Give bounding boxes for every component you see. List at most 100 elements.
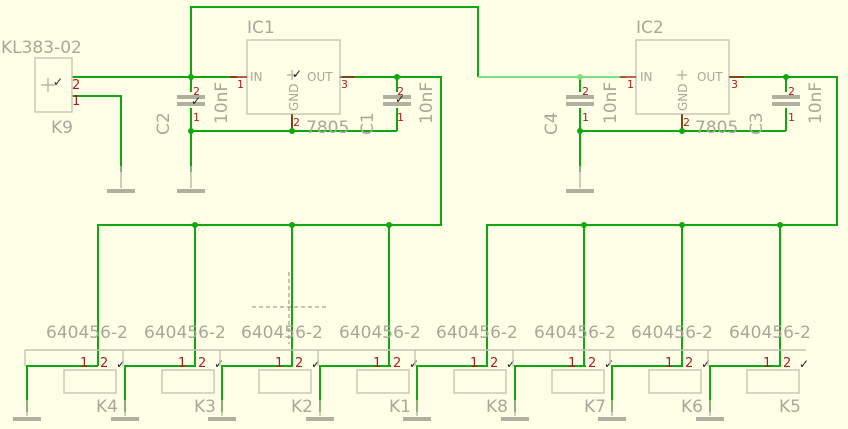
regulator-ic2-pin-gnd-num: 2 <box>683 116 690 129</box>
connector-k8-pin1: 1 <box>470 356 478 371</box>
regulator-ic1-pin-out-label: OUT <box>307 70 333 84</box>
connector-k9-pin-bottom: 1 <box>72 94 80 109</box>
connector-k7-name: K7 <box>584 397 606 417</box>
wire-supply-loop[interactable] <box>190 6 479 77</box>
junction-dot <box>386 222 392 228</box>
connector-k3-pin1: 1 <box>178 356 186 371</box>
connector-k4-body <box>63 369 117 394</box>
capacitor-c4-name: C4 <box>542 112 562 135</box>
connector-k1-body <box>356 369 410 394</box>
connector-k3-body <box>161 369 215 394</box>
check-icon: ✓ <box>116 357 126 371</box>
junction-dot <box>577 74 583 80</box>
connector-k7-body <box>551 369 605 394</box>
connector-k7-pin1-wire <box>514 365 586 412</box>
connector-k3-name: K3 <box>194 397 216 417</box>
connector-k1-pin1-wire <box>319 365 391 412</box>
regulator-ic2[interactable]: IC2 7805 IN OUT GND 1 3 2 <box>620 18 744 138</box>
junction-dot <box>289 128 295 134</box>
check-icon: ✓ <box>409 357 419 371</box>
wires <box>72 6 838 366</box>
regulator-ic2-pin-in-num: 1 <box>627 78 634 91</box>
regulator-ic1-value: 7805 <box>306 118 349 138</box>
connector-k2-value: 640456-2 <box>241 323 323 343</box>
connector-k3-value: 640456-2 <box>144 323 226 343</box>
connector-k5-pin1: 1 <box>763 356 771 371</box>
connector-k5-pin2: 2 <box>783 356 791 371</box>
junction-dot <box>777 222 783 228</box>
connector-k9-body <box>34 57 73 113</box>
capacitor-c1-pin-bottom: 1 <box>397 111 404 124</box>
junction-dot <box>394 74 400 80</box>
capacitor-c4-pin-top: 2 <box>582 85 589 98</box>
wire-ic1-out[interactable] <box>97 76 442 366</box>
regulator-ic2-pin-out-label: OUT <box>697 70 723 84</box>
check-icon: ✓ <box>395 92 405 106</box>
wire-ic2-out[interactable] <box>486 76 838 366</box>
connector-k2-pin1: 1 <box>275 356 283 371</box>
check-icon: ✓ <box>506 357 516 371</box>
regulator-ic1-name: IC1 <box>247 18 275 38</box>
connector-k8-value: 640456-2 <box>436 323 518 343</box>
connector-k6-pin2: 2 <box>685 356 693 371</box>
junction-dot <box>679 128 685 134</box>
connector-k1-name: K1 <box>389 397 411 417</box>
connector-k2-name: K2 <box>291 397 313 417</box>
connector-k8-body <box>453 369 507 394</box>
capacitor-c1[interactable]: ✓ 2 1 C1 10nF <box>358 82 437 135</box>
check-icon: ✓ <box>214 357 224 371</box>
capacitor-c1-name: C1 <box>358 112 378 135</box>
connector-k4-pin1: 1 <box>80 356 88 371</box>
check-icon: ✓ <box>701 357 711 371</box>
junction-dot <box>679 222 685 228</box>
check-icon: ✓ <box>292 67 302 81</box>
capacitor-c2-pin-bottom: 1 <box>193 111 200 124</box>
capacitor-c4[interactable]: 2 1 C4 10nF <box>542 82 621 135</box>
capacitor-c2-pin-top: 2 <box>193 85 200 98</box>
capacitor-c3[interactable]: 2 1 C3 10nF <box>747 82 826 135</box>
check-icon: ✓ <box>311 357 321 371</box>
check-icon: ✓ <box>191 94 201 108</box>
connector-k1-pin1: 1 <box>373 356 381 371</box>
connector-k6-body <box>648 369 702 394</box>
connector-k9-name: K9 <box>51 118 73 138</box>
connector-k2-body <box>258 369 312 394</box>
capacitor-c1-plate <box>383 95 411 106</box>
connector-k7-pin2: 2 <box>588 356 596 371</box>
connector-k5-name: K5 <box>779 397 801 417</box>
connector-k2-pin2: 2 <box>295 356 303 371</box>
connector-k5-pin1-wire <box>709 365 781 412</box>
connector-k4-name: K4 <box>96 397 118 417</box>
capacitor-c2[interactable]: ✓ 2 1 C2 10nF <box>154 82 232 135</box>
connector-k4-pin2: 2 <box>100 356 108 371</box>
regulator-ic1[interactable]: ✓ IC1 7805 IN OUT GND 1 3 2 <box>230 18 355 138</box>
capacitor-c3-name: C3 <box>747 112 767 135</box>
connector-k9-value: KL383-02 <box>1 38 82 58</box>
junction-dot <box>289 222 295 228</box>
regulator-ic1-origin-icon <box>287 70 297 80</box>
wire-k9-ground[interactable] <box>72 95 122 172</box>
junction-dot <box>783 74 789 80</box>
capacitor-c3-pin-bottom: 1 <box>788 111 795 124</box>
regulator-ic2-pin-out-num: 3 <box>731 78 738 91</box>
connector-k7-pin1: 1 <box>568 356 576 371</box>
capacitor-c2-plate <box>177 95 205 106</box>
junction-dot <box>188 128 194 134</box>
connector-k9[interactable]: ✓ KL383-02 K9 2 1 <box>1 38 82 138</box>
regulator-ic1-pin-in-label: IN <box>250 70 263 84</box>
wire-bus-right-drops[interactable] <box>583 225 781 366</box>
connector-k5-value: 640456-2 <box>729 323 811 343</box>
capacitor-c2-value: 10nF <box>212 82 232 124</box>
regulator-ic1-pin-in-num: 1 <box>237 78 244 91</box>
connector-k4-pin1-wire <box>26 365 98 412</box>
wire-bus-left-drops[interactable] <box>194 225 390 366</box>
